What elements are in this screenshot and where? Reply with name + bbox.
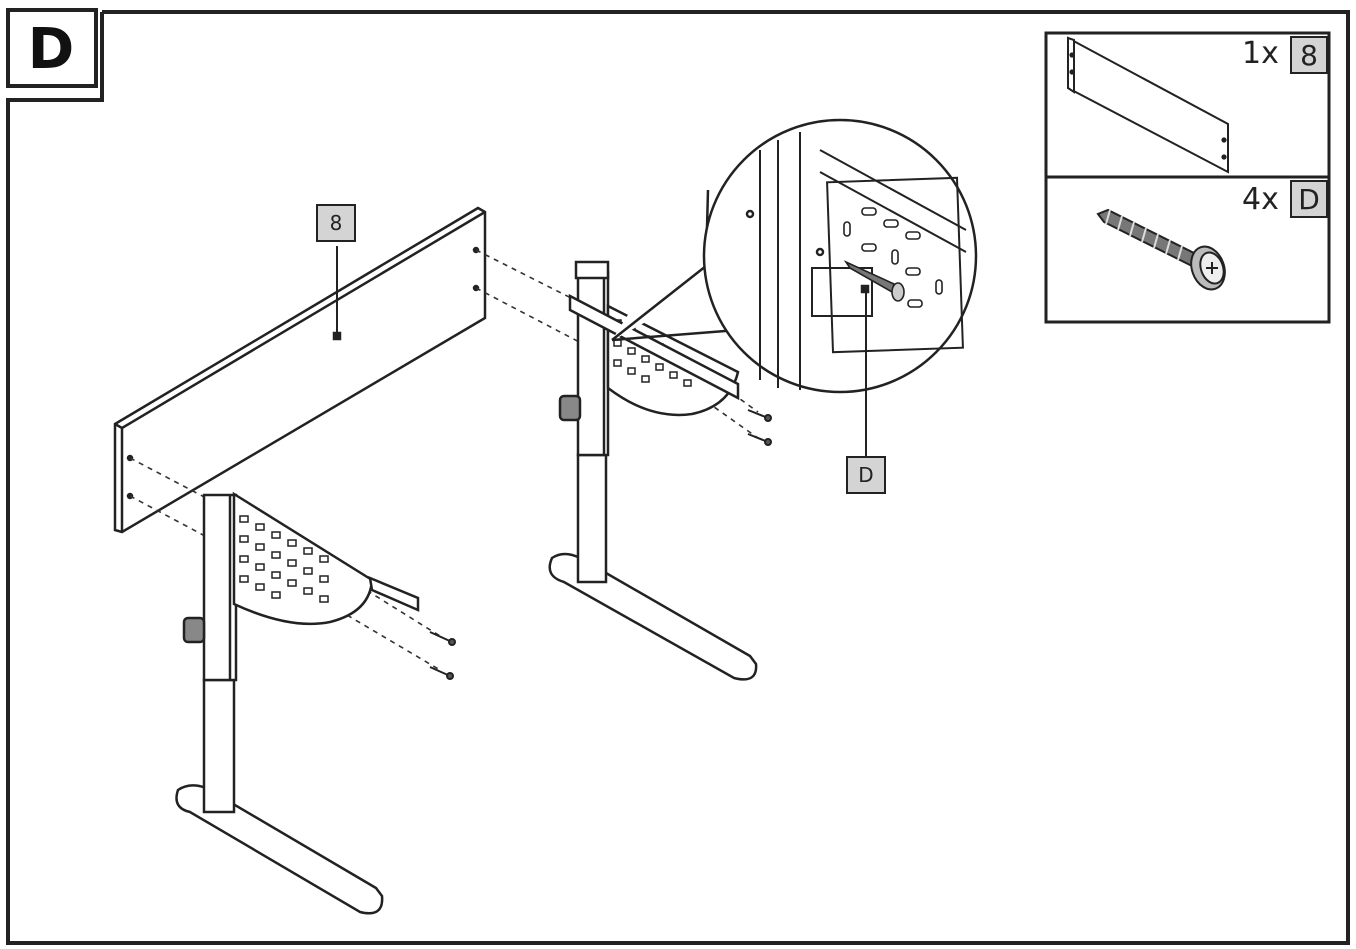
screw-icon: [1096, 208, 1226, 291]
step-letter: D: [27, 16, 75, 82]
right-leg: [548, 260, 758, 681]
left-leg: [175, 491, 420, 915]
left-screws: [429, 631, 456, 680]
parts-id-panel: 8: [1290, 36, 1328, 74]
back-panel: [113, 206, 487, 534]
parts-quantity-panel: 1x: [1242, 36, 1279, 71]
parts-id-screw: D: [1290, 180, 1328, 218]
parts-list-box: [1044, 31, 1331, 324]
diagram-frame: [6, 8, 1350, 945]
panel-icon: [1067, 36, 1229, 174]
detail-zoom: [610, 118, 978, 394]
parts-quantity-screw: 4x: [1242, 182, 1279, 217]
callout-panel: 8: [316, 204, 356, 242]
right-screws: [747, 409, 772, 446]
callout-screw: D: [846, 456, 886, 494]
